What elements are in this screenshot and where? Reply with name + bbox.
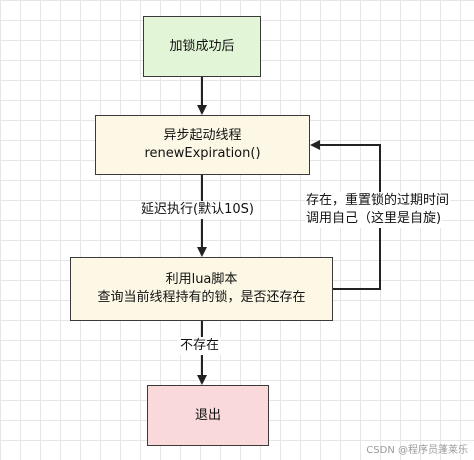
node-lock-acquired-label: 加锁成功后 bbox=[169, 38, 235, 54]
node-lua-check-desc: 查询当前线程持有的锁，是否还存在 bbox=[97, 290, 306, 305]
node-exit-label: 退出 bbox=[194, 407, 221, 423]
node-async-renew: 异步起动线程 renewExpiration() bbox=[95, 115, 310, 175]
node-lock-acquired: 加锁成功后 bbox=[143, 16, 261, 77]
edge-label-exists-line2: 调用自己（这里是自旋) bbox=[305, 210, 443, 228]
watermark: CSDN @程序员蓬莱乐 bbox=[366, 445, 468, 456]
node-exit: 退出 bbox=[147, 385, 269, 446]
edge-label-not-exists: 不存在 bbox=[178, 337, 222, 355]
node-async-renew-label: 异步起动线程 bbox=[163, 128, 242, 143]
node-lua-check-label: 利用lua脚本 bbox=[165, 272, 238, 287]
node-lua-check: 利用lua脚本 查询当前线程持有的锁，是否还存在 bbox=[70, 257, 333, 321]
edge-label-exists: 存在，重置锁的过期时间 调用自己（这里是自旋) bbox=[303, 192, 467, 228]
edge-label-exists-line1: 存在，重置锁的过期时间 bbox=[305, 192, 451, 210]
node-async-renew-method: renewExpiration() bbox=[144, 146, 261, 161]
edge-label-delay: 延迟执行(默认10S) bbox=[139, 201, 256, 219]
